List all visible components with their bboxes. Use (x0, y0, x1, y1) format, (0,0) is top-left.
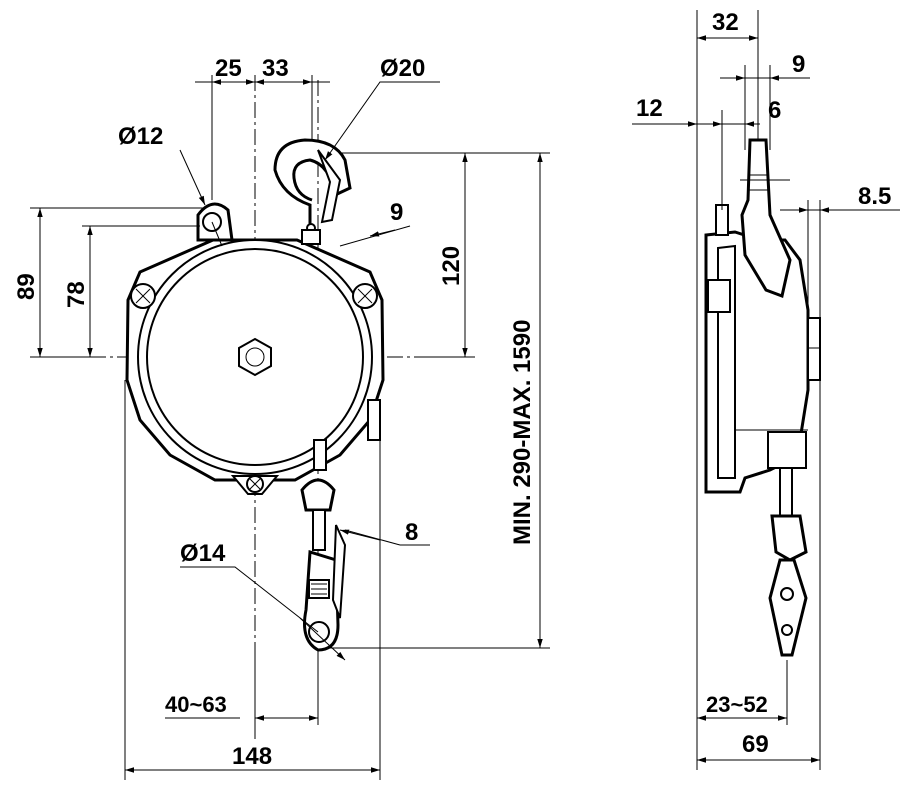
side-dim-23-52-label: 23~52 (706, 692, 768, 717)
side-lower-hook (768, 558, 808, 657)
screw-bottom (230, 475, 280, 495)
dim-120-label: 120 (438, 246, 465, 286)
lower-hook-latch (331, 524, 347, 619)
side-dim-6-label: 6 (768, 97, 781, 124)
front-dimension-lines (30, 75, 550, 780)
dim-stroke-label: MIN. 290-MAX. 1590 (509, 320, 536, 545)
side-cable (779, 467, 793, 517)
side-dim-8-5-label: 8.5 (858, 183, 891, 210)
side-top-hook (740, 138, 792, 299)
dim-33-label: 33 (262, 55, 289, 82)
side-dimension-lines (632, 10, 900, 770)
dim-8-label: 8 (405, 519, 418, 546)
dim-78-label: 78 (63, 281, 90, 308)
front-view: 25 33 Ø20 Ø12 9 89 78 120 MIN. 290-MAX. … (13, 55, 550, 780)
dim-diameter-20-label: Ø20 (380, 55, 425, 82)
dim-diameter-12-label: Ø12 (118, 123, 163, 150)
hook-shank (301, 229, 321, 245)
lower-hook-eye (308, 621, 330, 643)
side-boss (367, 399, 381, 441)
side-dim-9-label: 9 (792, 51, 805, 78)
dim-diameter-14-label: Ø14 (180, 540, 226, 567)
side-hook-body (740, 138, 792, 299)
balancer-housing (125, 202, 385, 495)
side-cable-sleeve (767, 431, 807, 469)
cable-stopper (300, 478, 336, 512)
center-shaft-hex (238, 337, 272, 377)
hook-body (273, 138, 352, 235)
side-swivel (770, 514, 808, 562)
top-hook (273, 138, 352, 245)
cable-guide (313, 439, 327, 471)
side-right-boss (807, 317, 821, 381)
dim-148-label: 148 (232, 743, 272, 770)
side-lower-eye-bottom (781, 624, 793, 636)
dim-40-63-label: 40~63 (165, 692, 227, 717)
screw-left (130, 283, 156, 309)
side-dim-12-label: 12 (636, 95, 663, 122)
dim-9-hook-label: 9 (390, 199, 403, 226)
side-left-latch (707, 279, 731, 313)
side-bottom-hook (767, 431, 808, 657)
bottom-hook-assembly (300, 439, 347, 652)
side-dim-32-label: 32 (712, 9, 739, 36)
screw-right (352, 283, 378, 309)
side-dim-69-label: 69 (742, 731, 769, 758)
cable-sleeve (312, 509, 326, 551)
hook-latch (317, 149, 342, 224)
side-view: 32 9 12 6 8.5 23~52 69 (632, 9, 900, 770)
side-lower-eye (780, 587, 794, 601)
dim-25-label: 25 (215, 55, 242, 82)
dim-89-label: 89 (13, 273, 40, 300)
center-shaft-hole (245, 347, 265, 367)
